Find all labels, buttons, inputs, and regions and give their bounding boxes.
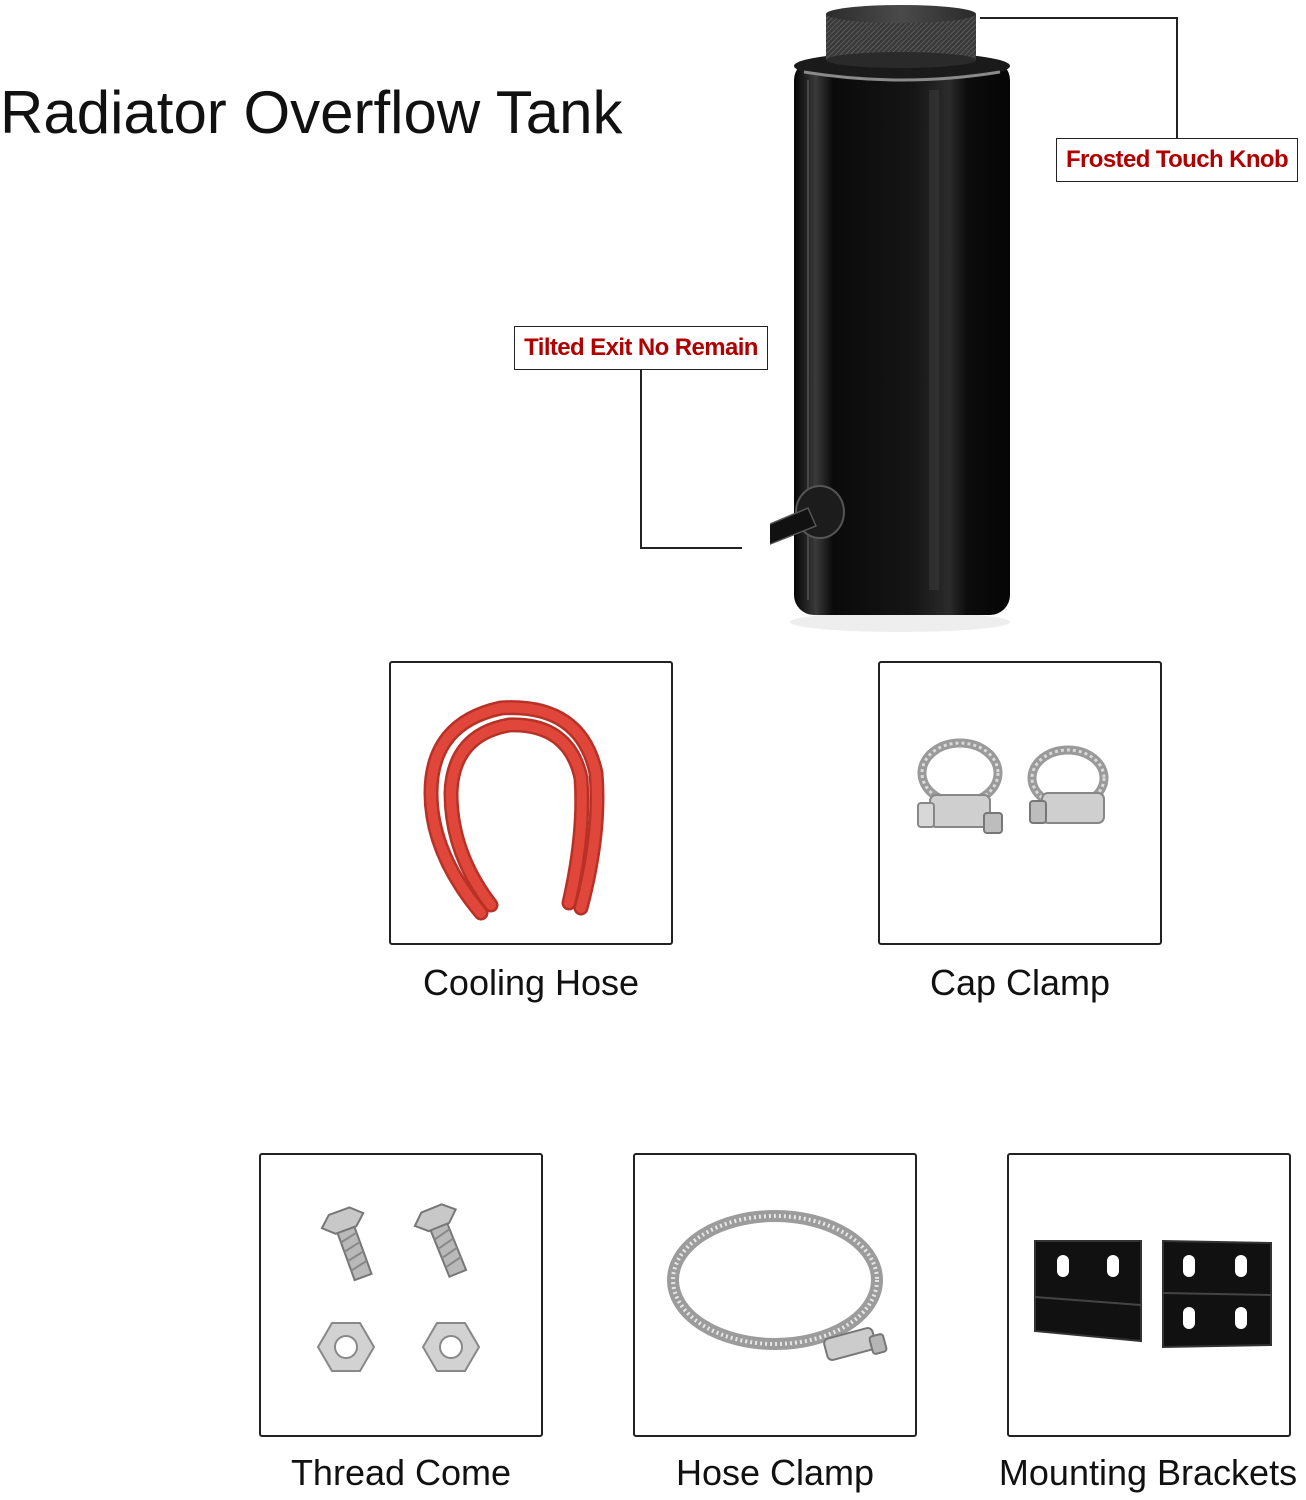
bolts-nuts-icon bbox=[316, 1203, 481, 1372]
mounting-bracket-icon bbox=[1034, 1239, 1272, 1349]
accessory-label-cooling-hose: Cooling Hose bbox=[422, 962, 640, 1003]
accessory-label-mounting-brackets: Mounting Brackets bbox=[998, 1452, 1298, 1493]
callout-frosted-touch-knob: Frosted Touch Knob bbox=[1056, 138, 1298, 182]
accessory-box-cap-clamp bbox=[878, 661, 1162, 945]
page-title: Radiator Overflow Tank bbox=[0, 79, 623, 146]
accessory-box-hose-clamp bbox=[633, 1153, 917, 1437]
exit-leader-v bbox=[640, 368, 642, 548]
accessory-box-cooling-hose bbox=[389, 661, 673, 945]
cap-clamp-icon bbox=[917, 738, 1109, 834]
callout-tilted-exit: Tilted Exit No Remain bbox=[514, 326, 768, 370]
accessory-box-thread-come bbox=[259, 1153, 543, 1437]
overflow-tank-image bbox=[770, 5, 1010, 632]
hose-clamp-icon bbox=[667, 1210, 888, 1361]
accessory-box-mounting-brackets bbox=[1007, 1153, 1291, 1437]
accessory-label-cap-clamp: Cap Clamp bbox=[929, 962, 1111, 1003]
accessory-label-hose-clamp: Hose Clamp bbox=[675, 1452, 875, 1493]
knob-leader-h bbox=[980, 17, 1177, 19]
exit-leader-h bbox=[640, 547, 742, 549]
accessory-label-thread-come: Thread Come bbox=[290, 1452, 512, 1493]
knob-leader-v bbox=[1176, 17, 1178, 138]
cooling-hose-icon bbox=[423, 700, 605, 921]
